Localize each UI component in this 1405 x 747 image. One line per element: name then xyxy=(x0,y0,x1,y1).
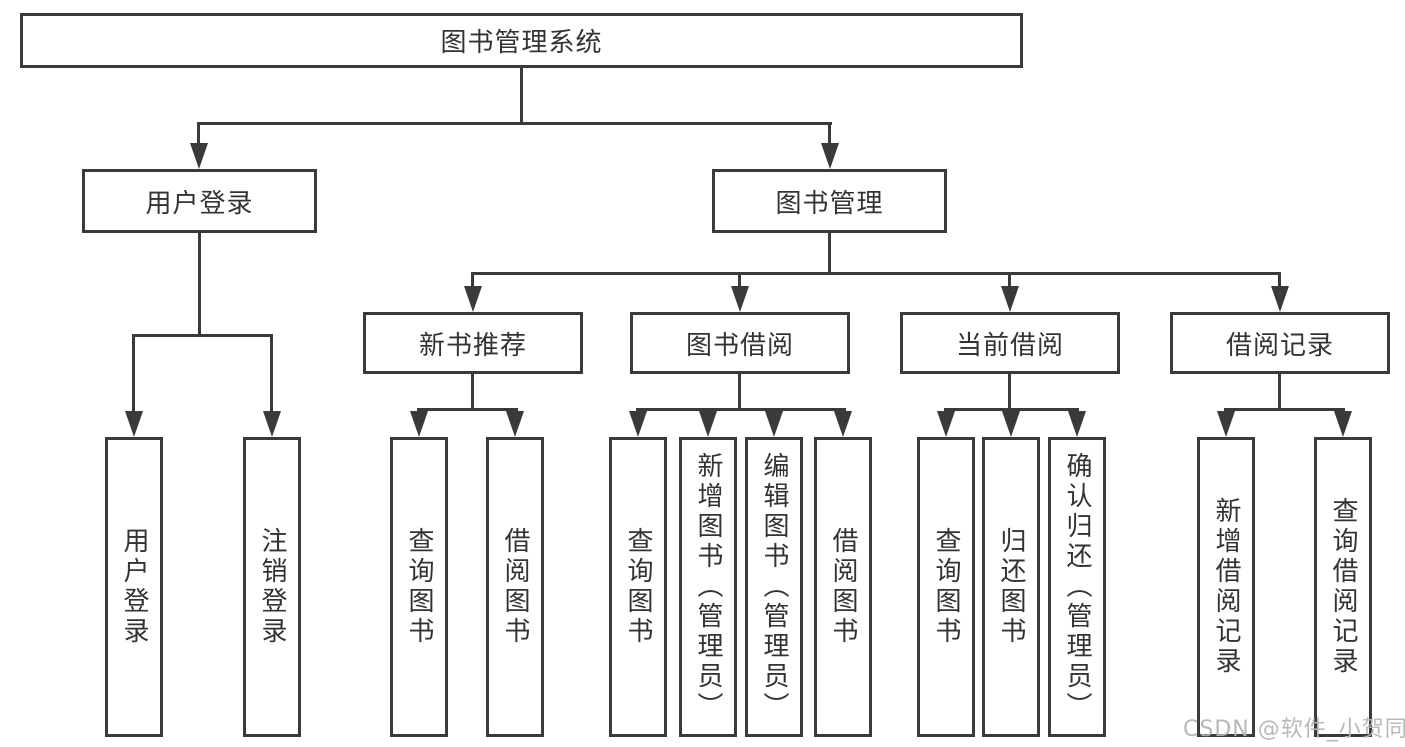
arrowhead-down-icon xyxy=(1271,286,1289,312)
arrowhead-down-icon xyxy=(125,411,143,437)
leaf-add-book-admin: 新增图书（管理员） xyxy=(679,437,737,737)
arrowhead-down-icon xyxy=(937,411,955,437)
leaf-query-books-recommend: 查询图书 xyxy=(390,437,448,737)
connector-vline xyxy=(1278,272,1281,290)
arrowhead-down-icon xyxy=(1068,411,1086,437)
leaf-query-books-current-label: 查询图书 xyxy=(931,527,961,647)
csdn-watermark: CSDN @软件_小贺同学 xyxy=(1183,717,1405,742)
connector-vline xyxy=(198,233,201,336)
connector-vline xyxy=(520,68,523,122)
connector-hline xyxy=(198,122,832,125)
arrowhead-down-icon xyxy=(629,411,647,437)
node-book-borrowing: 图书借阅 xyxy=(630,312,850,374)
connector-vline xyxy=(471,272,474,290)
arrowhead-down-icon xyxy=(1002,411,1020,437)
leaf-query-borrow-record: 查询借阅记录 xyxy=(1314,437,1372,737)
node-borrowing-records: 借阅记录 xyxy=(1170,312,1390,374)
leaf-user-login: 用户登录 xyxy=(105,437,163,737)
leaf-borrow-books-recommend-label: 借阅图书 xyxy=(500,527,530,647)
leaf-logout: 注销登录 xyxy=(243,437,301,737)
node-new-book-recommend-label: 新书推荐 xyxy=(418,330,527,361)
connector-vline xyxy=(828,233,831,274)
leaf-query-books-recommend-label: 查询图书 xyxy=(404,527,434,647)
leaf-borrow-books-borrowing: 借阅图书 xyxy=(814,437,872,737)
arrowhead-down-icon xyxy=(464,286,482,312)
leaf-edit-book-admin: 编辑图书（管理员） xyxy=(745,437,803,737)
node-book-management: 图书管理 xyxy=(712,169,947,233)
connector-vline xyxy=(197,122,200,150)
connector-vline xyxy=(738,374,741,410)
leaf-confirm-return-admin: 确认归还（管理员） xyxy=(1048,437,1106,737)
node-book-management-label: 图书管理 xyxy=(775,188,884,219)
node-borrowing-records-label: 借阅记录 xyxy=(1225,330,1334,361)
connector-vline xyxy=(828,122,831,150)
node-root-label: 图书管理系统 xyxy=(440,28,603,58)
leaf-return-book: 归还图书 xyxy=(982,437,1040,737)
connector-vline xyxy=(132,334,135,414)
node-current-borrowing: 当前借阅 xyxy=(900,312,1120,374)
node-user-login: 用户登录 xyxy=(82,169,317,233)
node-root-system: 图书管理系统 xyxy=(20,13,1023,68)
connector-vline xyxy=(471,374,474,410)
leaf-add-book-admin-label: 新增图书（管理员） xyxy=(693,452,723,722)
arrowhead-down-icon xyxy=(1217,411,1235,437)
leaf-logout-label: 注销登录 xyxy=(257,527,287,647)
connector-hline xyxy=(419,408,518,411)
arrowhead-down-icon xyxy=(765,411,783,437)
leaf-return-book-label: 归还图书 xyxy=(996,527,1026,647)
arrowhead-down-icon xyxy=(1001,286,1019,312)
arrowhead-down-icon xyxy=(190,143,208,169)
node-book-borrowing-label: 图书借阅 xyxy=(685,330,794,361)
connector-hline xyxy=(134,334,273,337)
leaf-add-borrow-record-label: 新增借阅记录 xyxy=(1211,497,1241,677)
leaf-borrow-books-borrowing-label: 借阅图书 xyxy=(828,527,858,647)
connector-vline xyxy=(270,334,273,414)
connector-hline xyxy=(638,408,846,411)
connector-vline xyxy=(738,272,741,290)
leaf-user-login-label: 用户登录 xyxy=(119,527,149,647)
connector-vline xyxy=(1008,272,1011,290)
connector-hline xyxy=(946,408,1079,411)
leaf-add-borrow-record: 新增借阅记录 xyxy=(1197,437,1255,737)
arrowhead-down-icon xyxy=(834,411,852,437)
leaf-query-books-borrowing-label: 查询图书 xyxy=(623,527,653,647)
connector-vline xyxy=(1008,374,1011,410)
arrowhead-down-icon xyxy=(506,411,524,437)
node-user-login-label: 用户登录 xyxy=(145,188,254,219)
connector-hline xyxy=(1226,408,1345,411)
leaf-query-books-borrowing: 查询图书 xyxy=(609,437,667,737)
arrowhead-down-icon xyxy=(263,411,281,437)
leaf-edit-book-admin-label: 编辑图书（管理员） xyxy=(759,452,789,722)
leaf-borrow-books-recommend: 借阅图书 xyxy=(486,437,544,737)
connector-vline xyxy=(1278,374,1281,410)
arrowhead-down-icon xyxy=(410,411,428,437)
node-new-book-recommend: 新书推荐 xyxy=(363,312,583,374)
connector-hline xyxy=(473,272,1281,275)
arrowhead-down-icon xyxy=(1334,411,1352,437)
arrowhead-down-icon xyxy=(699,411,717,437)
leaf-query-borrow-record-label: 查询借阅记录 xyxy=(1328,497,1358,677)
arrowhead-down-icon xyxy=(821,143,839,169)
arrowhead-down-icon xyxy=(731,286,749,312)
leaf-confirm-return-admin-label: 确认归还（管理员） xyxy=(1062,452,1092,722)
node-current-borrowing-label: 当前借阅 xyxy=(955,330,1064,361)
leaf-query-books-current: 查询图书 xyxy=(917,437,975,737)
